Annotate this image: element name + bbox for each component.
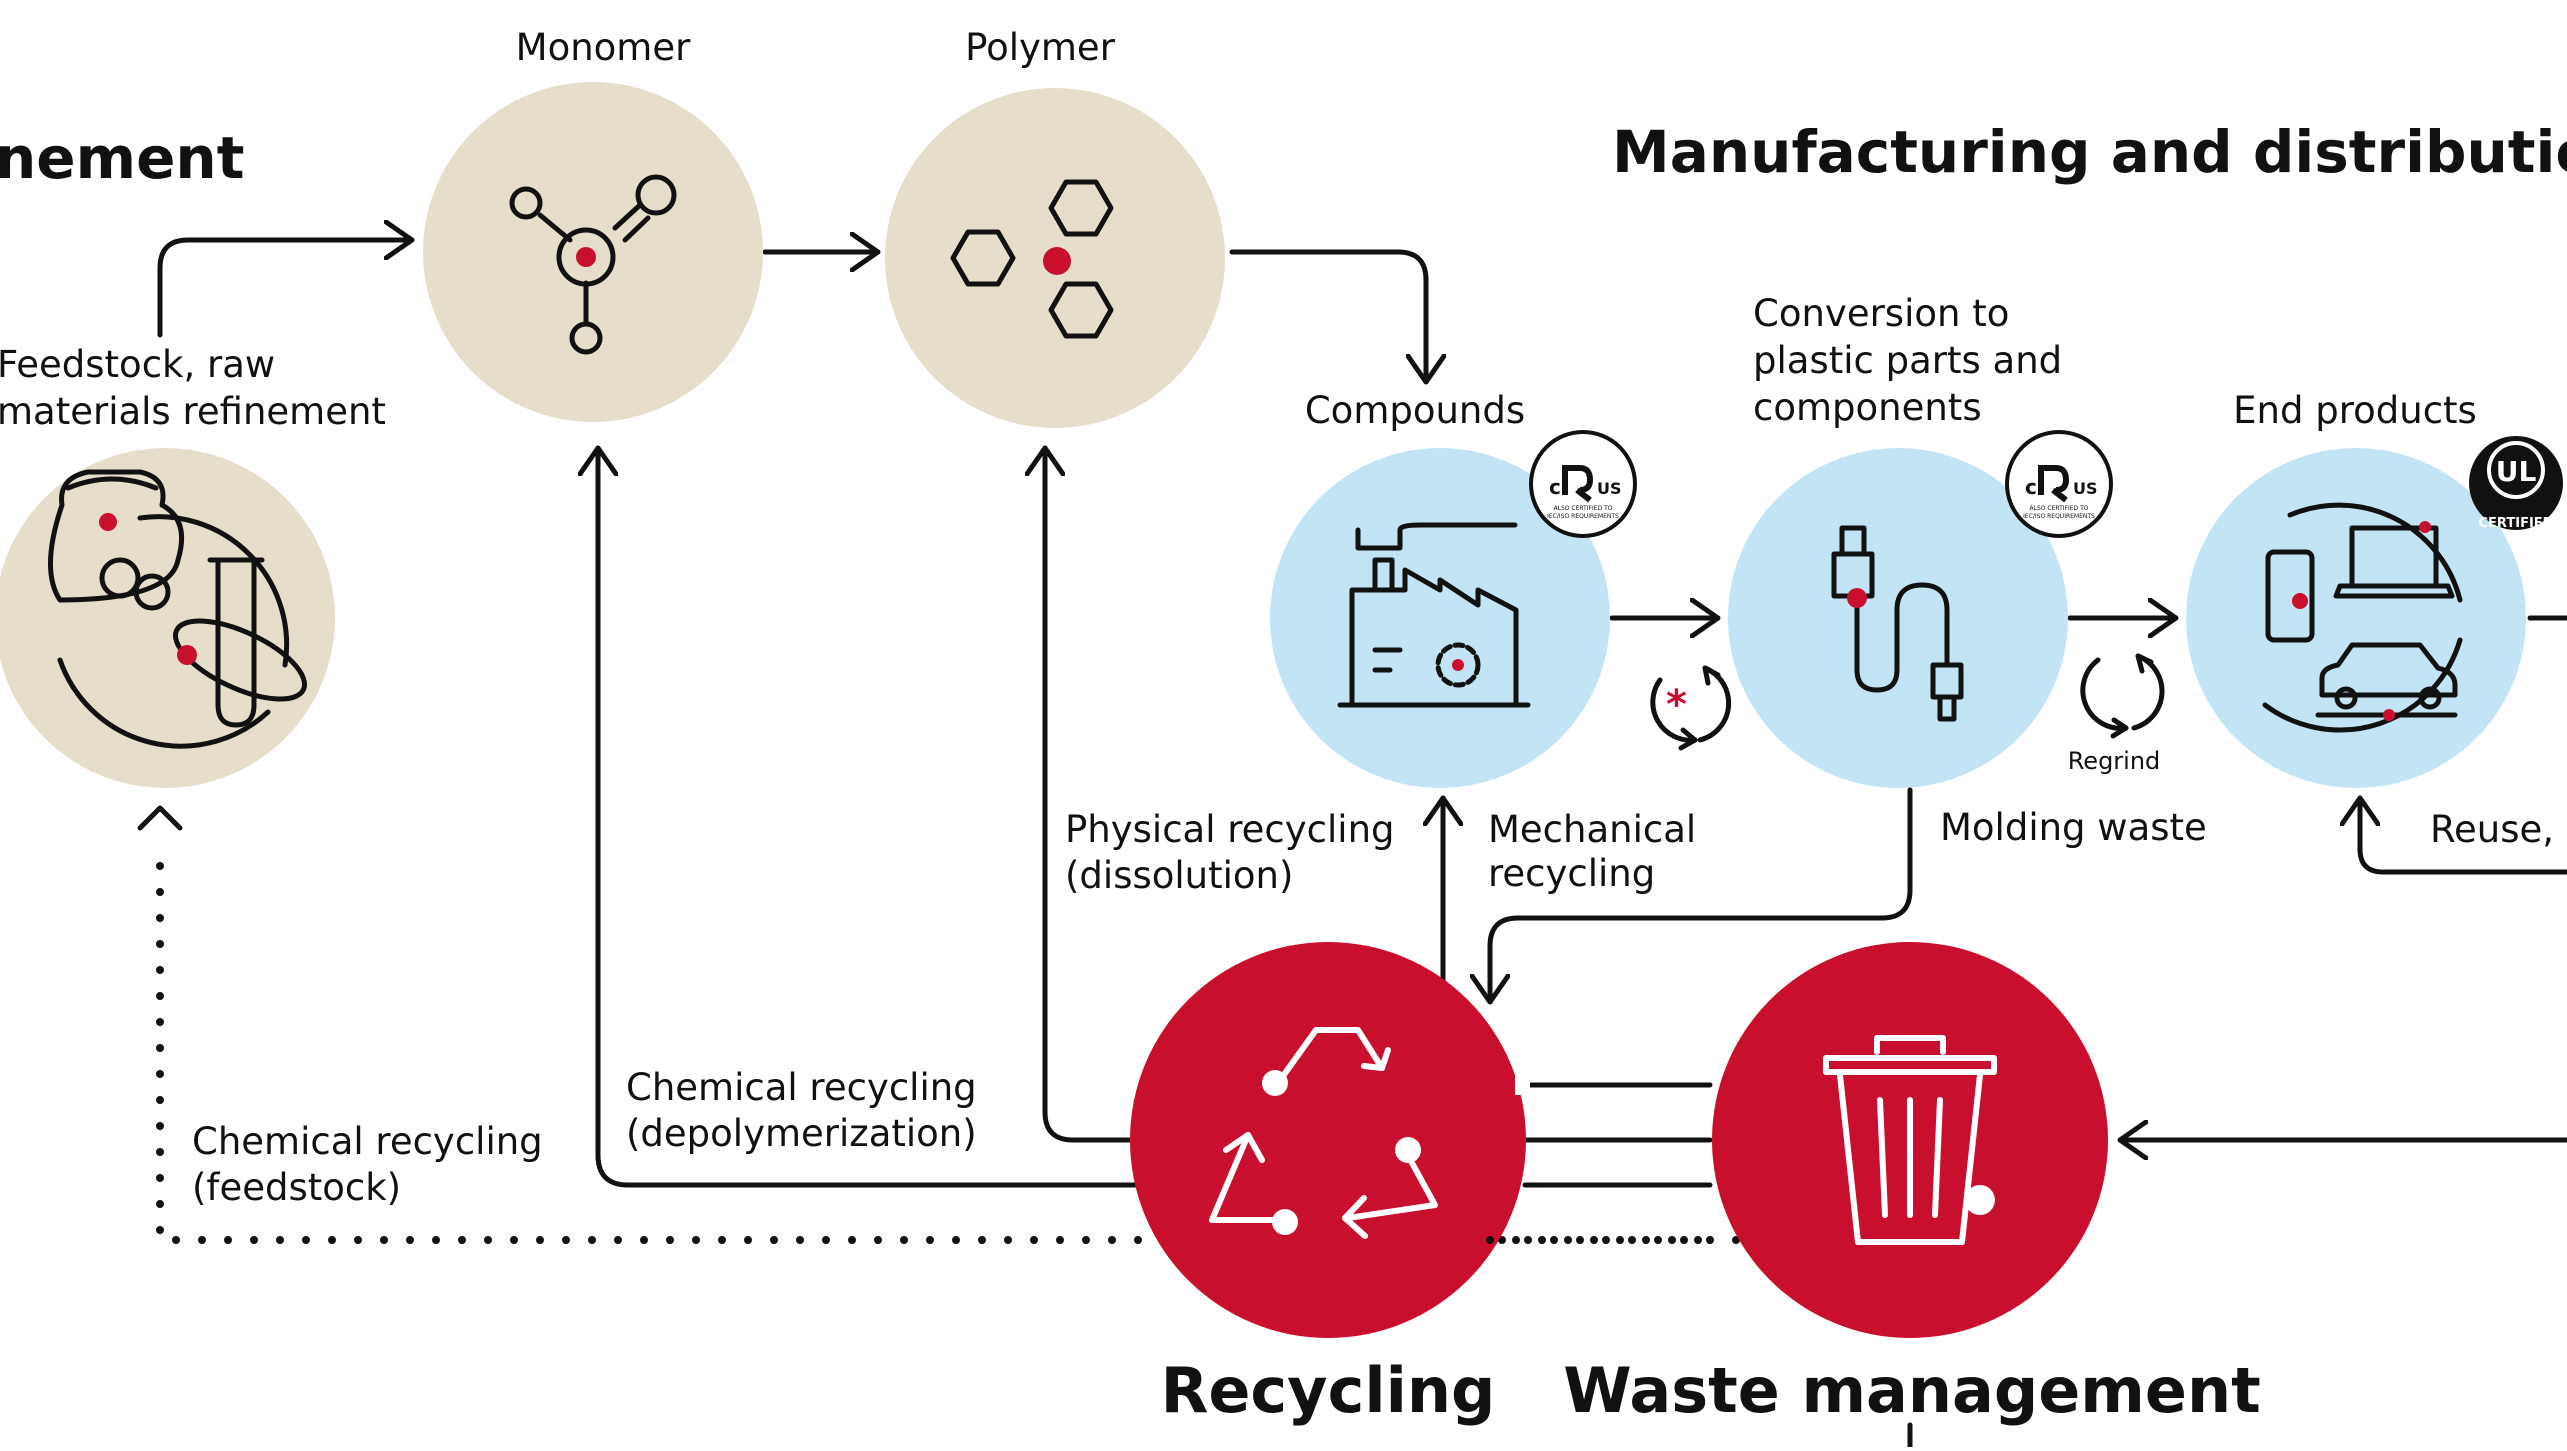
ur-recognized-badge: c US ALSO CERTIFIED TO IEC/ISO REQUIREME… [1529, 430, 1637, 538]
label-chem-feedstock-1: Chemical recycling [192, 1120, 543, 1163]
node-conversion: c US ALSO CERTIFIED TO IEC/ISO REQUIREME… [1728, 430, 2113, 788]
badge-ur-fine-4: IEC/ISO REQUIREMENTS [2023, 513, 2095, 520]
badge-ur-fine: ALSO CERTIFIED TO [1554, 505, 1613, 512]
label-physical-recycling-2: (dissolution) [1065, 854, 1293, 897]
arrow-molding-waste-to-recycling [1490, 787, 1913, 1005]
badge-ur-us-2: US [2073, 479, 2098, 498]
dotted-chemical-feedstock-loop [156, 836, 1844, 1244]
label-mechanical-recycling-1: Mechanical [1488, 808, 1696, 851]
regrind-cycle-icon [2080, 653, 2165, 739]
usb-cable-icon [1831, 525, 1964, 722]
label-feedstock-2: materials refinement [0, 390, 386, 433]
arrow-feedstock-to-monomer [157, 240, 415, 338]
label-polymer: Polymer [965, 26, 1116, 69]
node-monomer [423, 82, 763, 422]
label-feedstock-1: Feedstock, raw [0, 343, 275, 386]
label-conversion-3: components [1753, 386, 1982, 429]
arrow-polymer-to-compounds [1229, 249, 1426, 385]
label-chem-depoly-1: Chemical recycling [626, 1066, 977, 1109]
label-chem-feedstock-2: (feedstock) [192, 1166, 401, 1209]
header-recycling: Recycling [1161, 1354, 1496, 1427]
dotted-loop-arrowhead [137, 805, 183, 831]
node-compounds: c US ALSO CERTIFIED TO IEC/ISO REQUIREME… [1270, 430, 1637, 788]
node-end-products: UL CERTIFIED [2186, 436, 2563, 788]
label-conversion-2: plastic parts and [1753, 339, 2062, 382]
compound-cycle-icon: * [1650, 665, 1732, 751]
arrow-depolymerization-to-monomer [598, 445, 1143, 1188]
label-conversion-1: Conversion to [1753, 292, 2009, 335]
badge-ur-c: c [1549, 475, 1561, 499]
sack-and-test-tube-icon [47, 469, 308, 749]
connectors [137, 240, 2567, 1450]
factory-gear-icon [1337, 522, 1531, 708]
node-feedstock [0, 448, 335, 788]
hexagon-ring-icon [950, 179, 1114, 339]
label-mechanical-recycling-2: recycling [1488, 852, 1655, 895]
label-chem-depoly-2: (depolymerization) [626, 1112, 977, 1155]
label-compounds: Compounds [1305, 389, 1525, 432]
node-waste-management [1712, 942, 2108, 1338]
phone-laptop-car-icon [2262, 502, 2463, 733]
recycle-triangle-icon [1209, 1027, 1438, 1239]
molecule-icon [509, 174, 677, 355]
node-recycling [1130, 942, 1530, 1338]
label-regrind: Regrind [2068, 747, 2161, 775]
header-refinement: nement [0, 124, 244, 192]
badge-ur-c-2: c [2025, 475, 2037, 499]
label-end-products: End products [2233, 389, 2477, 432]
header-manufacturing: Manufacturing and distribution [1612, 118, 2567, 186]
node-polymer [885, 88, 1225, 428]
label-molding-waste: Molding waste [1940, 806, 2207, 849]
svg-text:*: * [1666, 682, 1687, 728]
badge-ur-us: US [1597, 479, 1622, 498]
ur-recognized-badge-2: c US ALSO CERTIFIED TO IEC/ISO REQUIREME… [2005, 430, 2113, 538]
ul-certified-badge: UL CERTIFIED [2469, 436, 2563, 531]
label-monomer: Monomer [516, 26, 691, 69]
badge-ur-fine-3: ALSO CERTIFIED TO [2030, 505, 2089, 512]
arrow-dissolution-to-polymer [1045, 445, 1143, 1143]
label-reuse: Reuse, r [2430, 808, 2567, 851]
ur-logo-icon [1562, 465, 1594, 503]
arrow-reuse-to-end-products [2360, 795, 2567, 875]
label-physical-recycling-1: Physical recycling [1065, 808, 1395, 851]
recycling-circle [1130, 942, 1526, 1338]
badge-ul-certified: CERTIFIED [2479, 516, 2554, 531]
badge-ur-fine-2: IEC/ISO REQUIREMENTS [1547, 513, 1619, 520]
ur-logo-icon-2 [2038, 465, 2070, 503]
end-products-circle [2186, 448, 2526, 788]
header-waste-management: Waste management [1563, 1354, 2260, 1427]
badge-ul-mark: UL [2496, 455, 2537, 488]
trash-bin-icon [1823, 1035, 1997, 1245]
